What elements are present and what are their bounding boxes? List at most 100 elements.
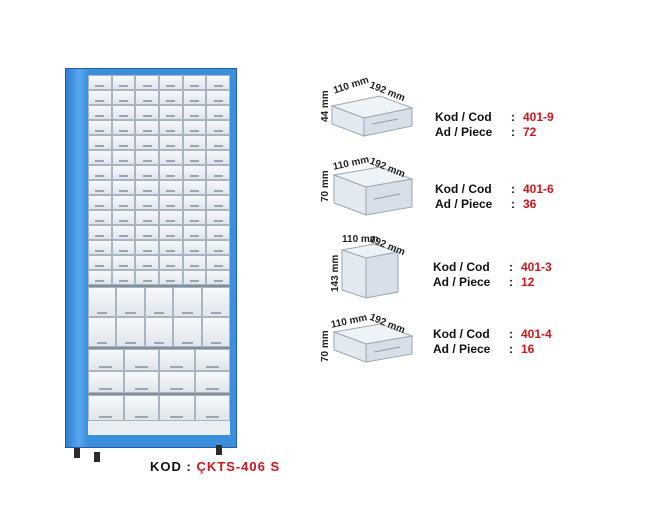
cabinet-drawer <box>159 150 183 165</box>
cabinet-drawer <box>182 165 207 180</box>
ad-label: Ad / Piece <box>435 125 493 139</box>
kod-value: 401-4 <box>521 327 552 341</box>
cabinet-foot <box>216 445 222 455</box>
cabinet-drawer <box>135 210 159 225</box>
cabinet-drawer <box>135 240 159 255</box>
bin-2-info: Kod / Cod:401-6 Ad / Piece:36 <box>435 182 554 212</box>
cabinet-drawer <box>135 195 159 210</box>
cabinet-drawer <box>159 165 183 180</box>
cabinet-drawer <box>159 135 183 150</box>
cabinet-drawer <box>88 75 112 90</box>
cabinet-drawer <box>182 255 207 270</box>
cabinet-drawer <box>111 90 136 105</box>
kod-value: 401-9 <box>523 110 554 124</box>
cabinet-drawer <box>135 225 159 240</box>
cabinet-drawer <box>182 75 207 90</box>
kod-label: Kod / Cod <box>435 182 492 196</box>
cabinet-drawer <box>206 180 230 195</box>
cabinet-drawer <box>135 270 159 285</box>
cabinet-drawer <box>182 195 207 210</box>
cabinet-drawer <box>206 225 230 240</box>
cabinet-drawer <box>88 165 112 180</box>
cabinet-drawer <box>111 165 136 180</box>
bin-4-info: Kod / Cod:401-4 Ad / Piece:16 <box>433 327 552 357</box>
cabinet-drawer <box>88 180 112 195</box>
cabinet-drawer <box>88 270 112 285</box>
cabinet-drawer <box>116 287 145 317</box>
cabinet-drawer <box>135 255 159 270</box>
cabinet-side-panel <box>66 69 88 447</box>
cabinet-drawer <box>144 317 174 347</box>
kod-value: 401-3 <box>521 260 552 274</box>
kod-label: Kod / Cod <box>435 110 492 124</box>
cabinet-drawer <box>88 371 124 393</box>
ad-label: Ad / Piece <box>435 197 493 211</box>
cabinet-code-label: KOD : <box>150 459 192 474</box>
cabinet-drawer <box>201 317 230 347</box>
cabinet-drawer <box>182 270 207 285</box>
cabinet-drawer <box>206 150 230 165</box>
cabinet-drawer <box>206 165 230 180</box>
cabinet-drawer <box>135 105 159 120</box>
sep: : <box>511 182 515 196</box>
bin-401-3-image <box>340 243 400 299</box>
cabinet-drawer <box>88 349 124 371</box>
cabinet-drawer <box>159 240 183 255</box>
cabinet-drawer <box>111 255 136 270</box>
cabinet-drawer <box>88 317 117 347</box>
bin-3-height: 143 mm <box>330 254 341 292</box>
cabinet-drawer-grid <box>88 75 230 435</box>
cabinet-section-divider <box>88 347 230 349</box>
sep: : <box>509 275 513 289</box>
cabinet-drawer <box>206 90 230 105</box>
bin-401-4-image <box>332 323 414 363</box>
cabinet-drawer <box>111 210 136 225</box>
cabinet-drawer <box>111 240 136 255</box>
ad-value: 16 <box>521 342 535 356</box>
cabinet-drawer <box>159 195 183 210</box>
bin-401-9-image <box>330 95 414 137</box>
bin-1-info: Kod / Cod:401-9 Ad / Piece:72 <box>435 110 554 140</box>
cabinet-drawer <box>159 395 195 421</box>
bin-3-info: Kod / Cod:401-3 Ad / Piece:12 <box>433 260 552 290</box>
cabinet-drawer <box>88 135 112 150</box>
cabinet-drawer <box>111 135 136 150</box>
cabinet-drawer <box>111 105 136 120</box>
cabinet-drawer <box>159 90 183 105</box>
cabinet-drawer <box>111 150 136 165</box>
cabinet-drawer <box>201 287 230 317</box>
cabinet-drawer <box>159 270 183 285</box>
cabinet-drawer <box>159 371 195 393</box>
cabinet-drawer <box>159 349 195 371</box>
cabinet-drawer <box>182 225 207 240</box>
cabinet-drawer <box>135 120 159 135</box>
ad-value: 36 <box>523 197 537 211</box>
cabinet-drawer <box>111 75 136 90</box>
bin-1-height: 44 mm <box>320 90 331 122</box>
cabinet-drawer <box>159 180 183 195</box>
kod-value: 401-6 <box>523 182 554 196</box>
bin-2-height: 70 mm <box>320 170 331 202</box>
cabinet-drawer <box>206 270 230 285</box>
cabinet-drawer <box>182 135 207 150</box>
cabinet-drawer <box>135 150 159 165</box>
cabinet-drawer <box>111 180 136 195</box>
cabinet-drawer <box>88 225 112 240</box>
cabinet-drawer <box>159 75 183 90</box>
cabinet-drawer <box>182 120 207 135</box>
cabinet-drawer <box>182 240 207 255</box>
cabinet-drawer <box>206 255 230 270</box>
cabinet-drawer <box>206 195 230 210</box>
cabinet-foot <box>94 452 100 462</box>
cabinet-drawer <box>111 225 136 240</box>
ad-value: 12 <box>521 275 535 289</box>
sep: : <box>511 110 515 124</box>
cabinet-drawer <box>206 105 230 120</box>
cabinet-code: KOD : ÇKTS-406 S <box>150 459 280 474</box>
cabinet-drawer <box>88 90 112 105</box>
cabinet-drawer <box>194 371 230 393</box>
cabinet-drawer <box>144 287 174 317</box>
sep: : <box>511 197 515 211</box>
ad-label: Ad / Piece <box>433 342 491 356</box>
cabinet-code-value: ÇKTS-406 S <box>196 459 281 474</box>
